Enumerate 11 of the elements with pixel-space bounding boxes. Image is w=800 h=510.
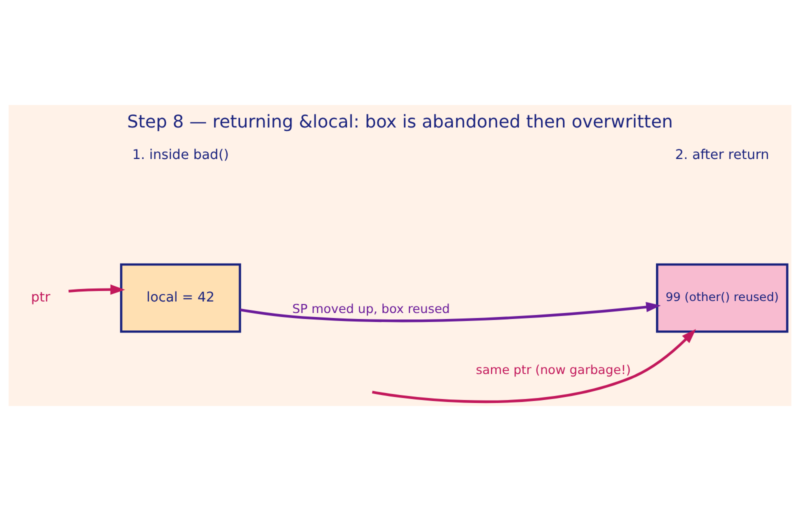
node-box: 99 (other() reused) bbox=[656, 262, 788, 332]
arrow bbox=[68, 284, 126, 294]
diagram-title: Step 8 — returning &local: box is abandoned then overwritten bbox=[127, 112, 673, 132]
edge-label: same ptr (now garbage!) bbox=[476, 362, 631, 377]
label: 2. after return bbox=[675, 148, 770, 163]
arrow bbox=[240, 301, 661, 322]
edge-label: SP moved up, box reused bbox=[292, 300, 450, 316]
node-text: ptr bbox=[31, 290, 50, 306]
label: 1. inside bad() bbox=[132, 148, 229, 163]
node-box: local = 42 bbox=[120, 262, 242, 332]
arrow bbox=[372, 328, 696, 403]
